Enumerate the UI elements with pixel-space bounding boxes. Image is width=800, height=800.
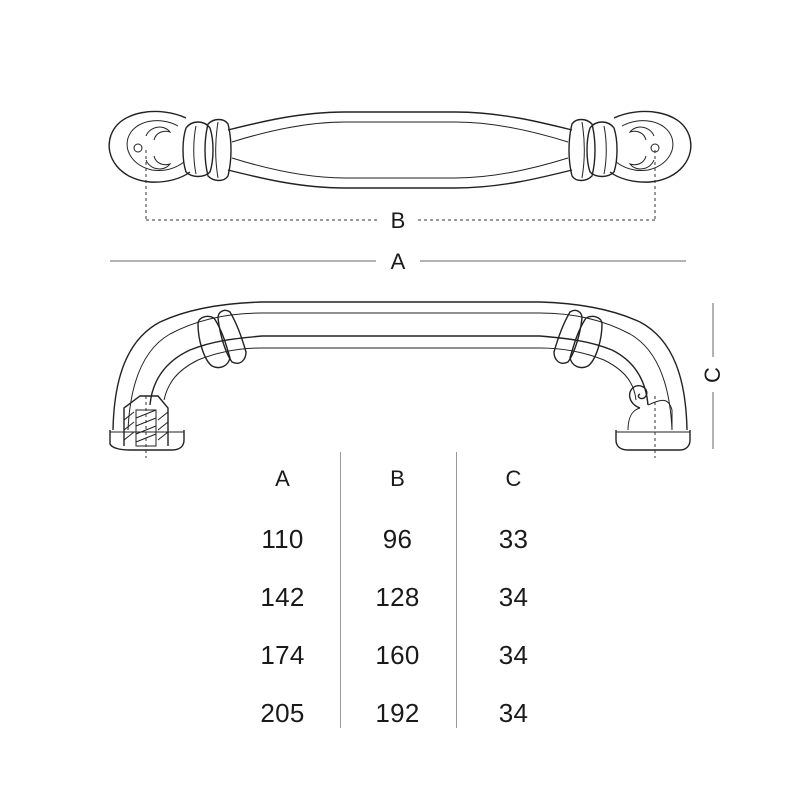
column-divider (340, 452, 341, 728)
table-cell: 34 (498, 640, 529, 670)
table-header-c: C (505, 466, 522, 491)
table-cell: 34 (498, 698, 529, 728)
dimension-c-label: C (700, 367, 725, 383)
table-cell: 142 (260, 582, 305, 612)
table-cell: 33 (498, 524, 529, 554)
table-cell: 34 (498, 582, 529, 612)
table-cell: 174 (260, 640, 305, 670)
table-header-b: B (390, 466, 405, 491)
table-cell: 160 (375, 640, 420, 670)
handle-side-view (109, 301, 691, 458)
table-cell: 128 (375, 582, 420, 612)
dimension-b-label: B (391, 208, 406, 233)
table-cell: 96 (382, 524, 413, 554)
table-cell: 192 (375, 698, 420, 728)
column-divider (456, 452, 457, 728)
dimension-a-label: A (391, 249, 406, 274)
table-cell: 110 (261, 524, 304, 554)
table-header-a: A (275, 466, 290, 491)
handle-top-view (108, 110, 692, 221)
table-cell: 205 (260, 698, 305, 728)
